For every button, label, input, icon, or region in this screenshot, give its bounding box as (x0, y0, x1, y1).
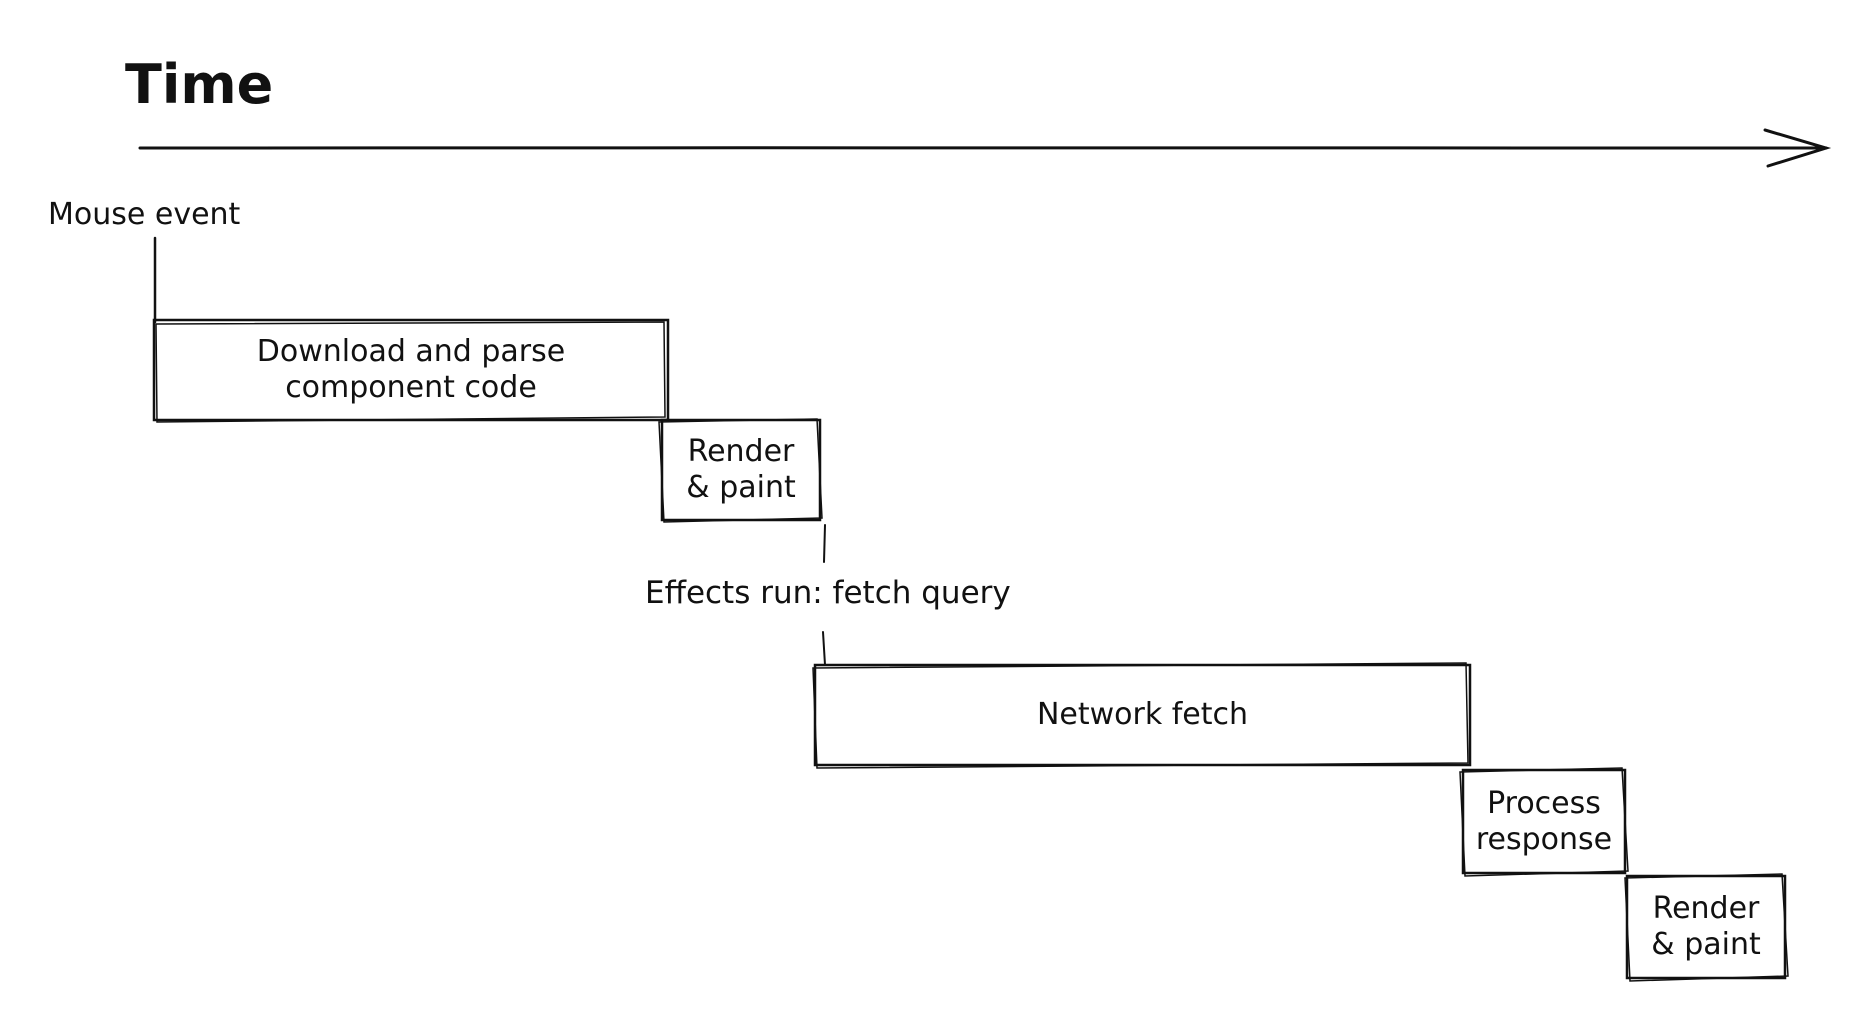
effects-tick-bottom (822, 631, 826, 666)
axis-title: Time (125, 53, 274, 116)
effects-tick-top (823, 524, 826, 563)
time-axis-arrow (138, 128, 1832, 168)
step-render-paint-1-label: Render & paint (686, 434, 796, 505)
step-process-response-label: Process response (1475, 785, 1613, 857)
step-network-fetch-label: Network fetch (1036, 697, 1249, 732)
effects-run-label: Effects run: fetch query (645, 575, 1011, 611)
step-process-response-box (1459, 767, 1629, 877)
step-network-fetch-box (812, 662, 1472, 769)
step-render-paint-2-box (1624, 873, 1789, 982)
step-render-paint-1-box (658, 418, 823, 523)
step-render-paint-2-label: Render & paint (1651, 891, 1761, 962)
step-download-parse-label: Download and parse component code (256, 334, 566, 405)
mouse-event-label: Mouse event (48, 197, 241, 232)
